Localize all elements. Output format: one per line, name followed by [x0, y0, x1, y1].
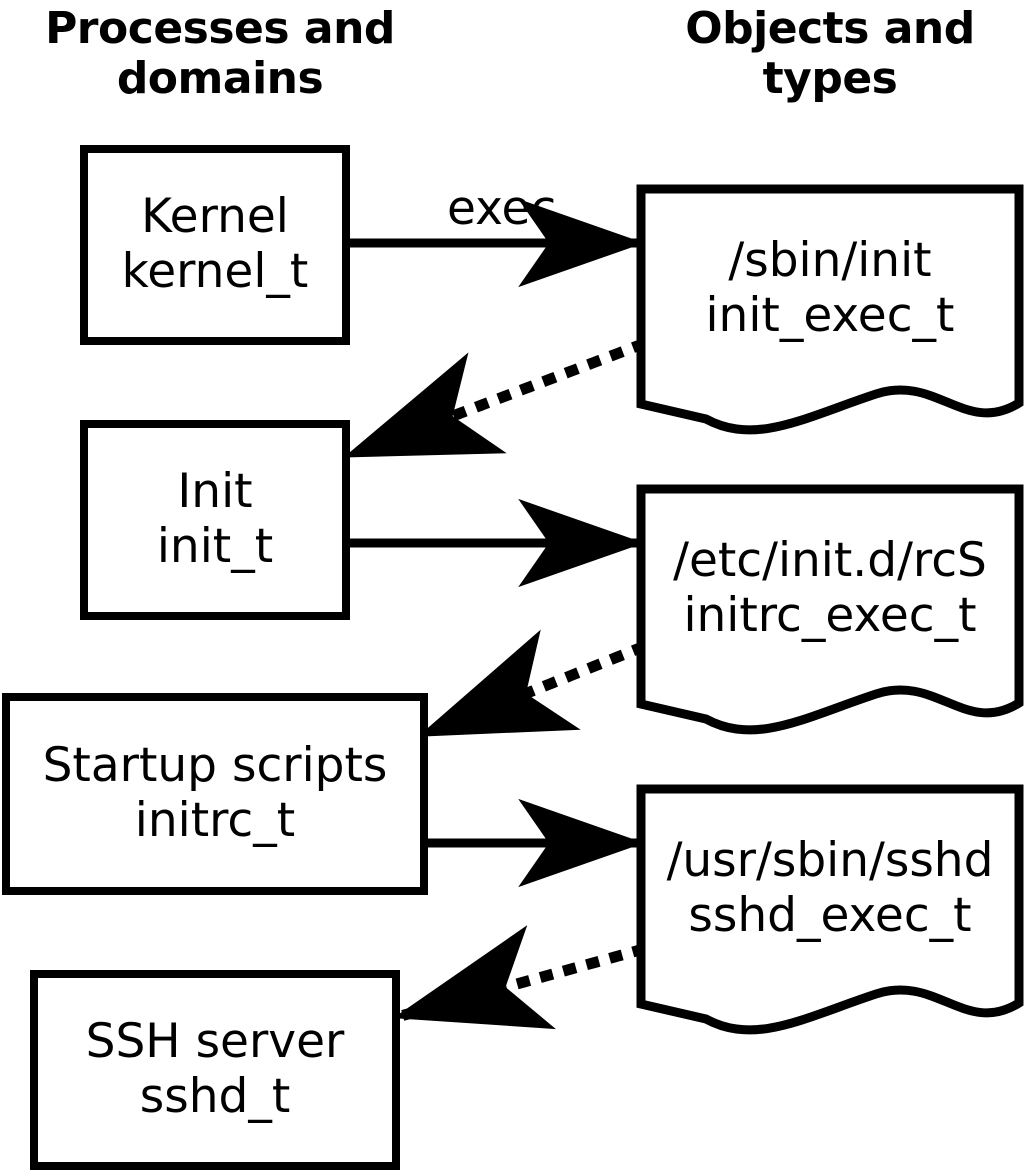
document-outline-path [636, 484, 1024, 735]
edge-sshd-exec-to-sshd [393, 925, 647, 1030]
edge-init-exec-to-init [343, 337, 648, 460]
column-header-processes-line1: Processes [45, 3, 290, 54]
object-doc-etc-initd-rcs[interactable]: /etc/init.d/rcS initrc_exec_t [636, 484, 1024, 740]
document-outline-path [636, 184, 1024, 435]
process-box-startup-scripts-type: initrc_t [134, 793, 296, 848]
process-box-kernel-name: Kernel [141, 189, 289, 245]
object-doc-usr-sbin-sshd[interactable]: /usr/sbin/sshd sshd_exec_t [636, 784, 1024, 1040]
process-box-ssh-server-type: sshd_t [139, 1069, 291, 1124]
process-box-ssh-server-name: SSH server [85, 1014, 345, 1070]
column-header-processes-line2: and domains [116, 3, 396, 104]
edge-initrc-exec-to-initrc [417, 629, 648, 739]
column-header-processes: Processes and domains [30, 4, 410, 103]
process-box-startup-scripts[interactable]: Startup scripts initrc_t [2, 693, 428, 895]
process-box-kernel[interactable]: Kernel kernel_t [80, 145, 350, 345]
process-box-init-type: init_t [156, 519, 274, 574]
process-box-startup-scripts-name: Startup scripts [42, 738, 388, 794]
edge-label-exec: exec [447, 181, 557, 236]
column-header-objects: Objects and types [640, 4, 1020, 103]
process-box-init[interactable]: Init init_t [80, 420, 350, 620]
process-box-init-name: Init [177, 464, 253, 520]
process-box-kernel-type: kernel_t [121, 244, 309, 299]
process-box-ssh-server[interactable]: SSH server sshd_t [30, 970, 400, 1170]
column-header-objects-line1: Objects and [685, 3, 975, 54]
column-header-objects-line2: types [762, 52, 898, 104]
object-doc-sbin-init[interactable]: /sbin/init init_exec_t [636, 184, 1024, 440]
document-outline-path [636, 784, 1024, 1035]
